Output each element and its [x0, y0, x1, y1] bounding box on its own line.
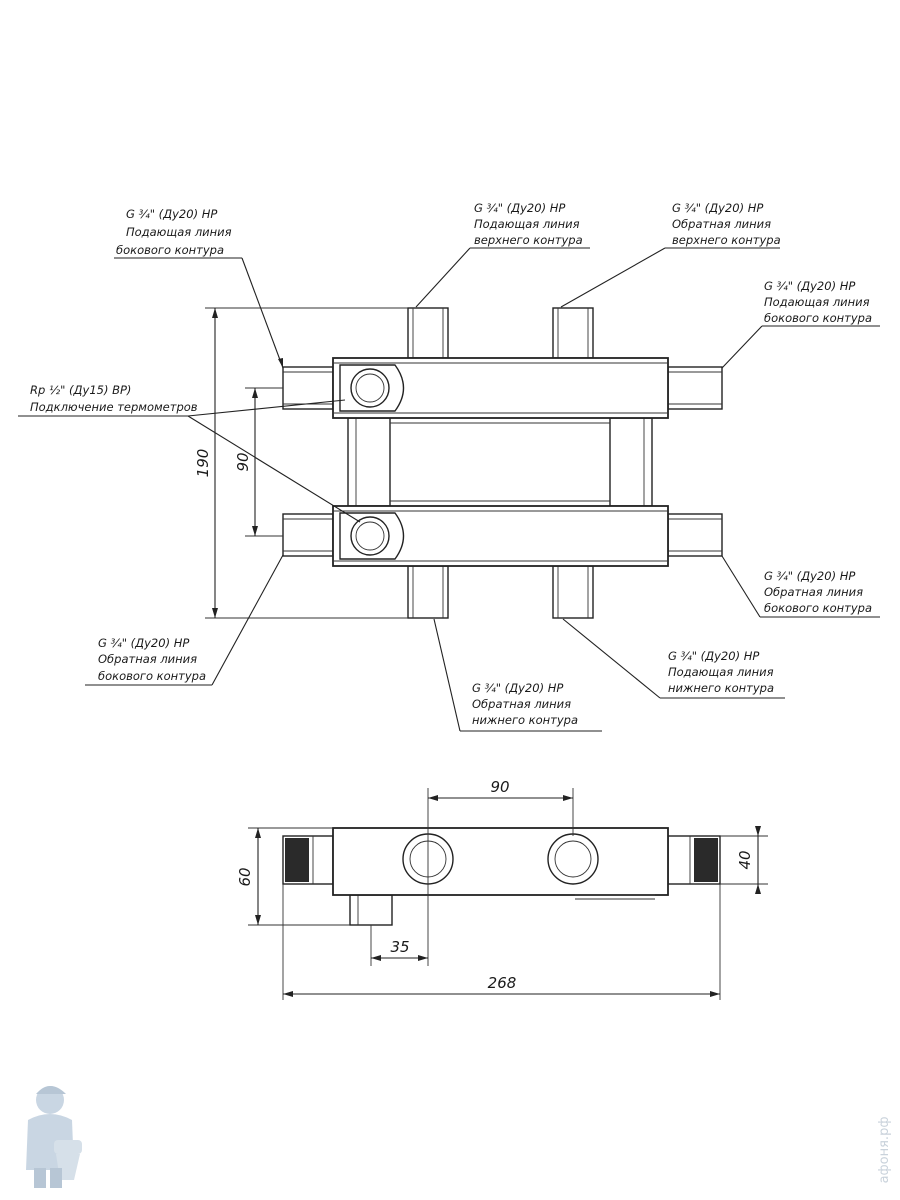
- callout-right-lower: G ¾" (Ду20) НР Обратная линия бокового к…: [764, 569, 872, 615]
- svg-text:G ¾" (Ду20) НР: G ¾" (Ду20) НР: [764, 279, 855, 293]
- thermo-port-lower: [350, 516, 390, 556]
- callout-bottom-left: G ¾" (Ду20) НР Обратная линия бокового к…: [98, 636, 206, 683]
- callout-top-mid: G ¾" (Ду20) НР Подающая линия верхнего к…: [474, 201, 583, 247]
- svg-text:Обратная линия: Обратная линия: [764, 585, 863, 599]
- dim-top-height: 60: [236, 867, 254, 886]
- top-view: 90 60 40 35 268: [236, 778, 768, 1000]
- callout-bottom-mid: G ¾" (Ду20) НР Обратная линия нижнего ко…: [472, 681, 578, 727]
- callout-thermo: Rp ½" (Ду15) ВР) Подключение термометров: [30, 383, 198, 414]
- svg-text:G ¾" (Ду20) НР: G ¾" (Ду20) НР: [668, 649, 759, 663]
- svg-text:Подающая линия: Подающая линия: [474, 217, 580, 231]
- svg-text:бокового контура: бокового контура: [116, 243, 224, 257]
- callout-right-upper: G ¾" (Ду20) НР Подающая линия бокового к…: [764, 279, 872, 325]
- thermo-stub: [349, 894, 393, 926]
- callout-bottom-right: G ¾" (Ду20) НР Подающая линия нижнего ко…: [668, 649, 774, 695]
- dim-front-spacing: 90: [234, 452, 252, 471]
- svg-text:верхнего контура: верхнего контура: [474, 233, 583, 247]
- svg-text:G ¾" (Ду20) НР: G ¾" (Ду20) НР: [98, 636, 189, 650]
- leader-lines: [18, 247, 880, 732]
- top-body: [332, 827, 669, 896]
- thermo-port-upper: [350, 368, 390, 408]
- svg-text:верхнего контура: верхнего контура: [672, 233, 781, 247]
- svg-text:Подающая линия: Подающая линия: [764, 295, 870, 309]
- svg-text:бокового контура: бокового контура: [764, 601, 872, 615]
- svg-text:G ¾" (Ду20) НР: G ¾" (Ду20) НР: [472, 681, 563, 695]
- svg-text:бокового контура: бокового контура: [764, 311, 872, 325]
- mascot-logo: [26, 1086, 82, 1188]
- top-outlet-left: [407, 307, 449, 359]
- svg-text:Обратная линия: Обратная линия: [98, 652, 197, 666]
- svg-text:Rp ½" (Ду15) ВР): Rp ½" (Ду15) ВР): [30, 383, 131, 397]
- dim-top-length: 268: [488, 974, 517, 992]
- watermark-text: афоня.рф: [877, 1117, 892, 1184]
- top-port-right: [547, 833, 599, 885]
- front-view: 190 90: [18, 201, 880, 732]
- svg-text:Подающая линия: Подающая линия: [126, 225, 232, 239]
- svg-text:Обратная линия: Обратная линия: [472, 697, 571, 711]
- connector-pipe-right: [609, 417, 653, 507]
- side-outlet-lower-left: [282, 513, 334, 557]
- svg-text:нижнего контура: нижнего контура: [472, 713, 578, 727]
- svg-text:Подающая линия: Подающая линия: [668, 665, 774, 679]
- dim-front-height: 190: [194, 449, 212, 478]
- svg-text:бокового контура: бокового контура: [98, 669, 206, 683]
- top-outlet-right: [552, 307, 594, 359]
- side-outlet-lower-right: [667, 513, 723, 557]
- dim-top-offset: 35: [390, 938, 409, 956]
- connector-pipe-left: [347, 417, 391, 507]
- bottom-outlet-right: [552, 565, 594, 619]
- svg-text:G ¾" (Ду20) НР: G ¾" (Ду20) НР: [126, 207, 217, 221]
- svg-text:G ¾" (Ду20) НР: G ¾" (Ду20) НР: [764, 569, 855, 583]
- dim-top-spacing: 90: [490, 778, 509, 796]
- callout-top-right: G ¾" (Ду20) НР Обратная линия верхнего к…: [672, 201, 781, 247]
- svg-text:G ¾" (Ду20) НР: G ¾" (Ду20) НР: [672, 201, 763, 215]
- svg-text:G ¾" (Ду20) НР: G ¾" (Ду20) НР: [474, 201, 565, 215]
- bottom-outlet-left: [407, 565, 449, 619]
- side-outlet-upper-right: [667, 366, 723, 410]
- side-outlet-upper-left: [282, 366, 334, 410]
- svg-text:Обратная линия: Обратная линия: [672, 217, 771, 231]
- callout-top-left: G ¾" (Ду20) НР Подающая линия бокового к…: [116, 207, 232, 257]
- svg-text:нижнего контура: нижнего контура: [668, 681, 774, 695]
- svg-text:Подключение термометров: Подключение термометров: [30, 400, 198, 414]
- dim-top-right-height: 40: [736, 850, 754, 869]
